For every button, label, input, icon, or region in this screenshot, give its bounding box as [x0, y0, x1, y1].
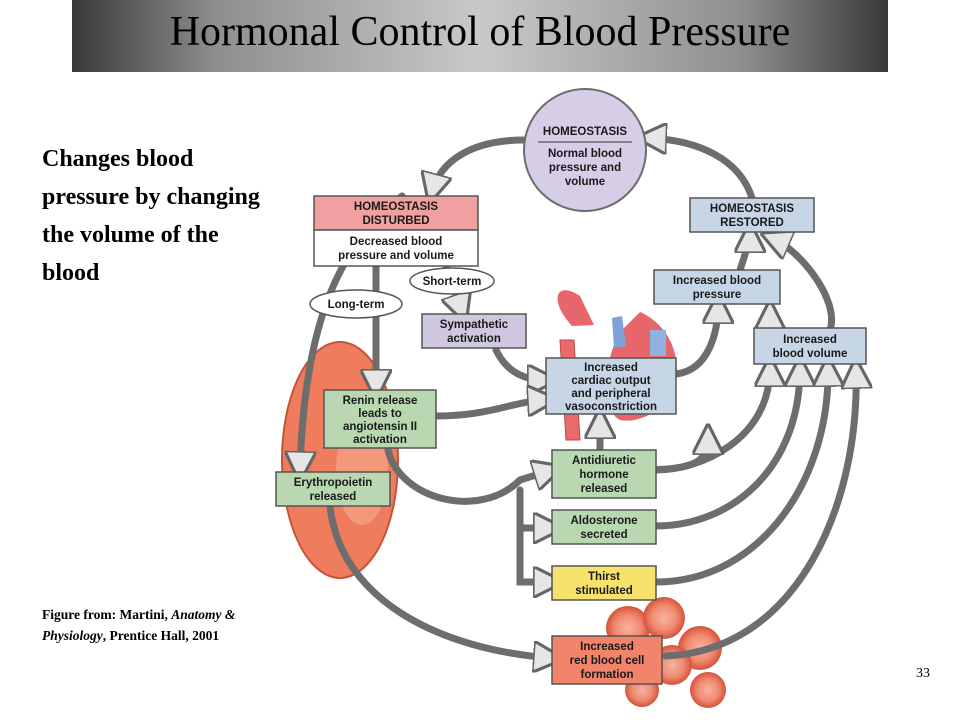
disturbed-body-2: pressure and volume — [338, 250, 454, 262]
arrow-restored-to-homeostasis — [648, 138, 756, 202]
short-term-text: Short-term — [423, 276, 482, 288]
rbc-line-3: formation — [580, 669, 633, 681]
arrow-pressure-to-restored — [740, 234, 750, 274]
inc-volume-box: Increased blood volume — [753, 327, 867, 365]
disturbed-body-1: Decreased blood — [350, 236, 443, 248]
homeostasis-node: HOMEOSTASIS Normal blood pressure and vo… — [523, 88, 647, 212]
adh-box: Antidiuretic hormone released — [551, 449, 657, 499]
cardiac-box: Increased cardiac output and peripheral … — [545, 357, 677, 415]
epo-line-1: Erythropoietin — [294, 477, 373, 489]
title-bar: Hormonal Control of Blood Pressure — [72, 0, 888, 72]
epo-line-2: released — [310, 491, 357, 503]
arrow-epo-to-rbc — [326, 502, 552, 658]
cardiac-line-2: cardiac output — [571, 375, 650, 387]
renin-line-1: Renin release — [343, 395, 418, 407]
cardiac-line-3: and peripheral — [571, 388, 650, 400]
arrow-volume-to-restored — [772, 238, 835, 334]
arrow-cardiac-to-inc-pressure — [672, 305, 718, 378]
figure-credit: Figure from: Martini, Anatomy & Physiolo… — [42, 604, 242, 646]
arrow-sympathetic-to-cardiac — [492, 346, 546, 380]
credit-suffix: , Prentice Hall, 2001 — [102, 628, 220, 643]
cardiac-line-4: vasoconstriction — [565, 401, 657, 413]
arrow-branch-thirst — [516, 524, 552, 582]
intro-text: Changes blood pressure by changing the v… — [42, 146, 260, 286]
credit-book: Anatomy & Physiology — [42, 607, 236, 643]
adh-line-3: released — [581, 483, 628, 495]
arrow-rbc-to-volume — [662, 370, 856, 660]
restored-line-2: RESTORED — [720, 217, 784, 229]
epo-box: Erythropoietin released — [275, 471, 391, 507]
thirst-box: Thirst stimulated — [551, 565, 657, 601]
homeostasis-line-3: volume — [565, 176, 605, 188]
aldo-line-1: Aldosterone — [570, 515, 637, 527]
sympathetic-line-1: Sympathetic — [440, 319, 509, 331]
homeostasis-line-1: Normal blood — [548, 148, 622, 160]
renin-line-4: activation — [353, 434, 407, 446]
adh-line-2: hormone — [579, 469, 628, 481]
sympathetic-line-2: activation — [447, 333, 501, 345]
restored-box: HOMEOSTASIS RESTORED — [689, 197, 815, 233]
aldo-line-2: secreted — [580, 529, 627, 541]
aldo-box: Aldosterone secreted — [551, 509, 657, 545]
arrow-branch-aldo — [516, 486, 552, 528]
cardiac-line-1: Increased — [584, 362, 638, 374]
homeostasis-line-2: pressure and — [549, 162, 621, 174]
short-term-label: Short-term — [409, 267, 495, 295]
thirst-line-1: Thirst — [588, 571, 620, 583]
arrow-renin-to-cardiac — [432, 400, 546, 420]
disturbed-title-2: DISTURBED — [362, 215, 429, 227]
thirst-line-2: stimulated — [575, 585, 633, 597]
inc-volume-line-1: Increased — [783, 334, 837, 346]
credit-prefix: Figure from: Martini, — [42, 607, 168, 622]
sympathetic-box: Sympathetic activation — [421, 313, 527, 349]
slide-title: Hormonal Control of Blood Pressure — [169, 9, 791, 55]
inc-volume-line-2: blood volume — [773, 348, 848, 360]
rbc-box: Increased red blood cell formation — [551, 635, 663, 685]
disturbed-box: HOMEOSTASIS DISTURBED Decreased blood pr… — [313, 195, 479, 267]
renin-line-2: leads to — [358, 408, 401, 420]
disturbed-title-1: HOMEOSTASIS — [354, 201, 438, 213]
long-term-text: Long-term — [328, 299, 385, 311]
renin-line-3: angiotensin II — [343, 421, 417, 433]
page-number: 33 — [916, 666, 930, 681]
inc-pressure-box: Increased blood pressure — [653, 269, 781, 305]
inc-pressure-line-2: pressure — [693, 289, 742, 301]
arrow-aldo-to-volume — [652, 368, 800, 530]
rbc-line-1: Increased — [580, 641, 634, 653]
arrow-thirst-to-volume — [652, 368, 828, 586]
arrow-homeostasis-to-disturbed — [432, 136, 528, 192]
renin-box: Renin release leads to angiotensin II ac… — [323, 389, 437, 449]
long-term-label: Long-term — [309, 289, 403, 319]
homeostasis-title: HOMEOSTASIS — [543, 126, 627, 138]
restored-line-1: HOMEOSTASIS — [710, 203, 794, 215]
rbc-line-2: red blood cell — [570, 655, 645, 667]
inc-pressure-line-1: Increased blood — [673, 275, 761, 287]
adh-line-1: Antidiuretic — [572, 455, 636, 467]
arrow-renin-to-adh — [384, 446, 552, 505]
